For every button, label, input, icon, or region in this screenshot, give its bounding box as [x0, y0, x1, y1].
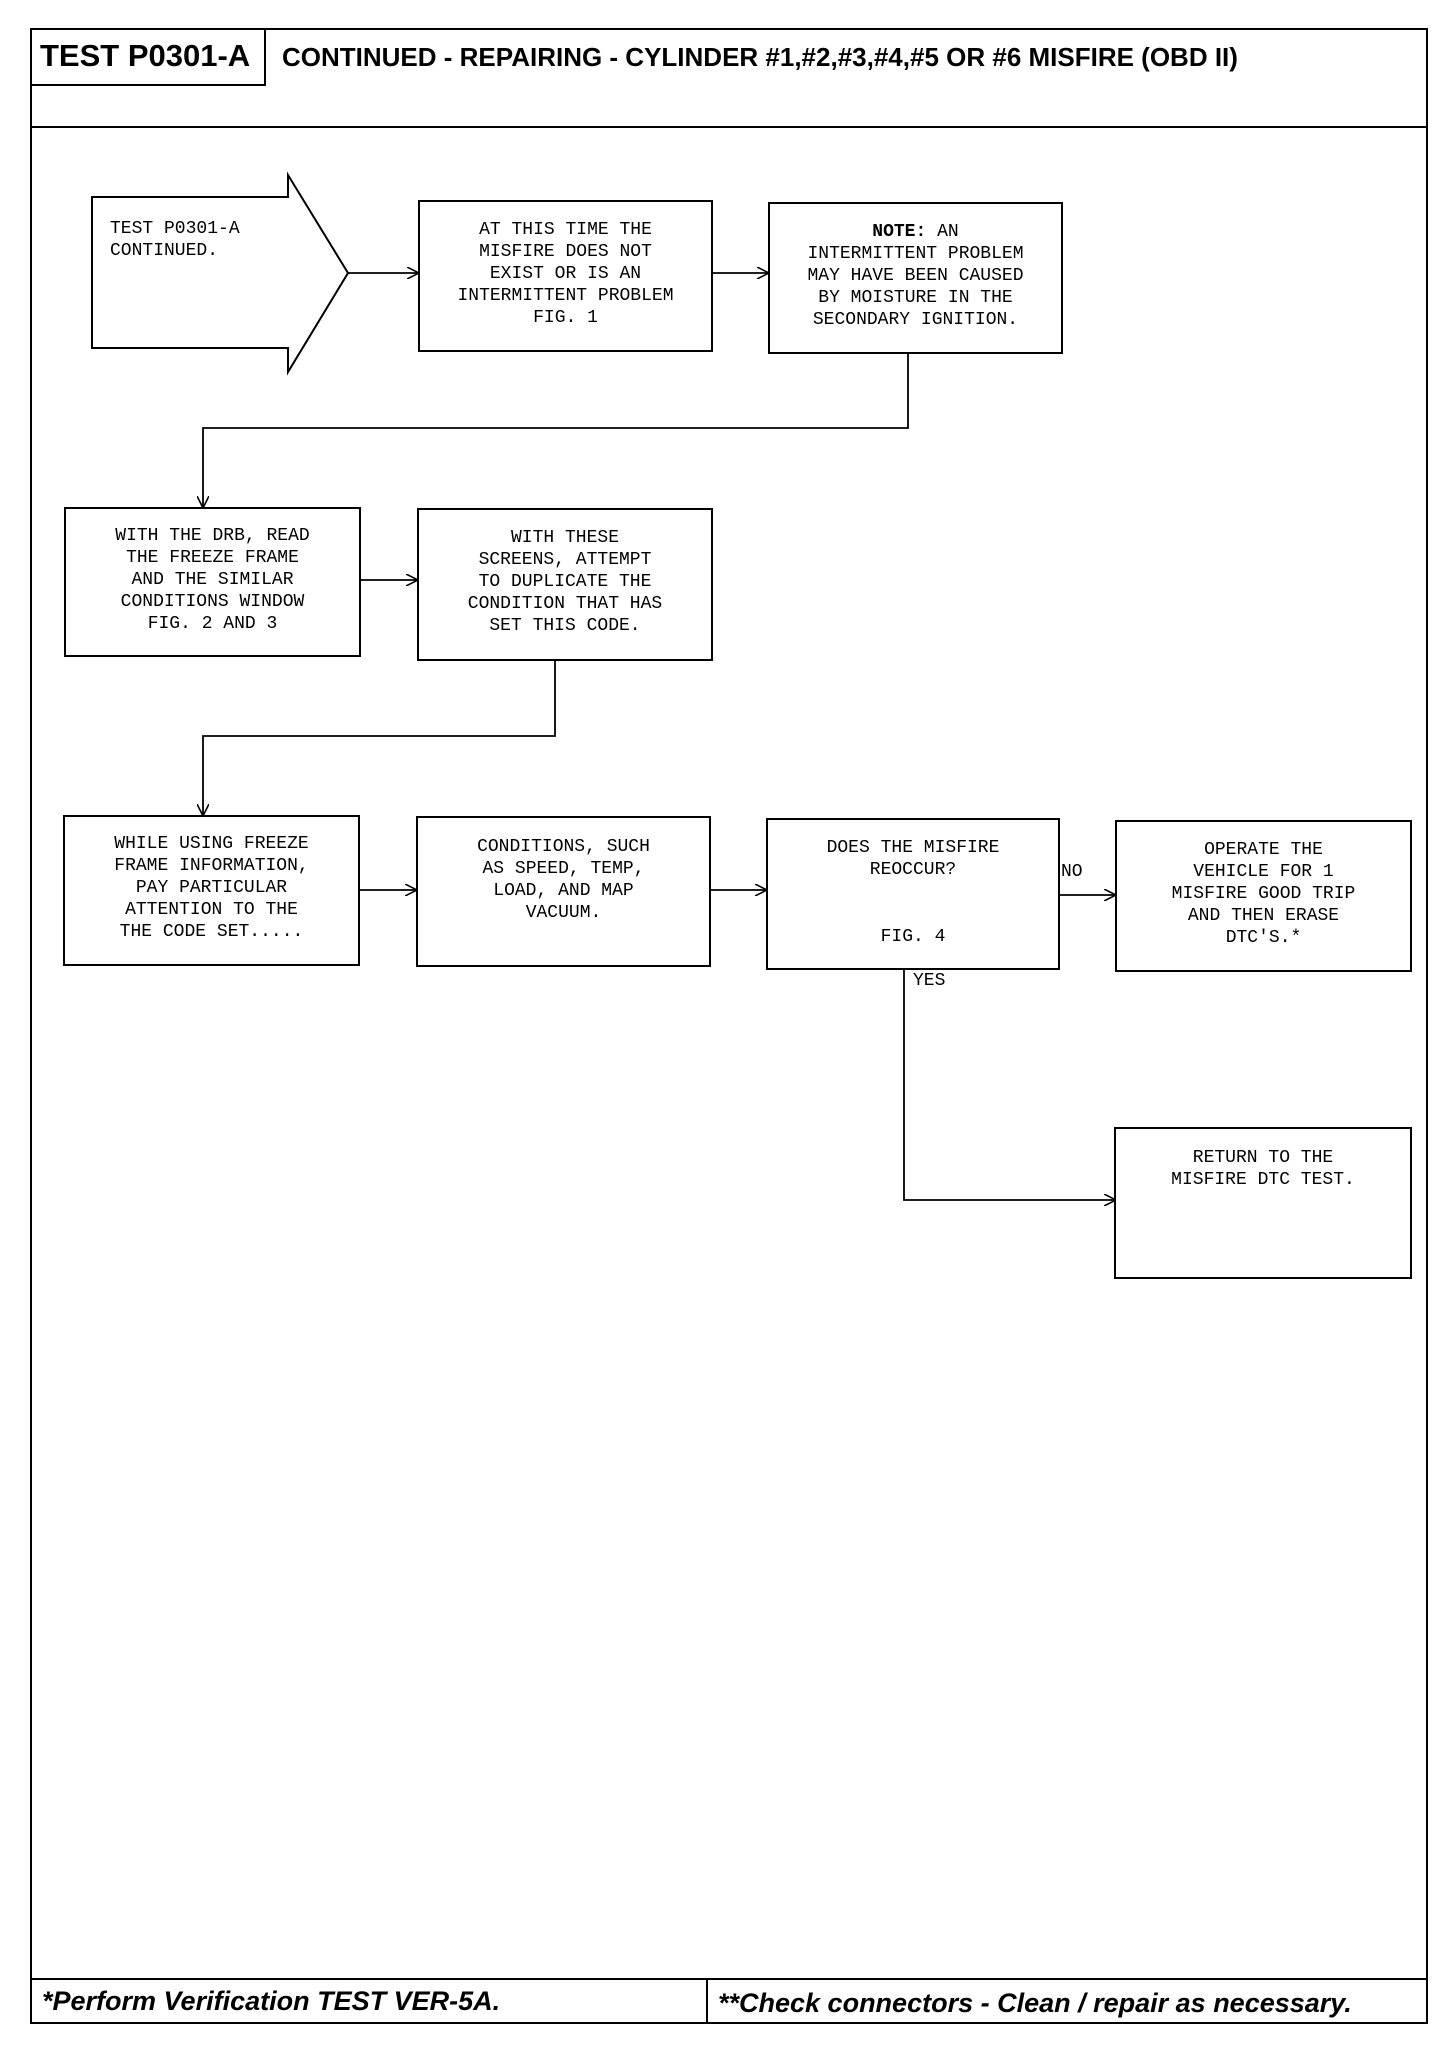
box-operate-vehicle	[1115, 820, 1412, 972]
page-frame	[30, 28, 1428, 2024]
box-read-freeze-frame	[64, 507, 361, 657]
box-duplicate-condition	[417, 508, 713, 661]
header-bar	[30, 28, 1428, 128]
box-read-freeze-frame-text: WITH THE DRB, READ THE FREEZE FRAME AND …	[115, 526, 310, 634]
footer-left-note: *Perform Verification TEST VER-5A.	[42, 1986, 501, 2016]
test-id: TEST P0301-A	[30, 28, 266, 86]
footer-bar	[30, 1978, 1428, 2024]
connector-box4-to-box5	[203, 661, 556, 815]
note-first-line: AN	[926, 222, 959, 242]
box-return-misfire-test-text: RETURN TO THE MISFIRE DTC TEST.	[1171, 1148, 1355, 1190]
box-freeze-frame-info-text: WHILE USING FREEZE FRAME INFORMATION, PA…	[114, 834, 309, 942]
note-label: NOTE:	[872, 222, 927, 242]
page-title: CONTINUED - REPAIRING - CYLINDER #1,#2,#…	[282, 42, 1238, 72]
box-conditions-text: CONDITIONS, SUCH AS SPEED, TEMP, LOAD, A…	[477, 837, 650, 923]
connector-note-to-box3	[203, 354, 909, 507]
box-note	[768, 202, 1063, 354]
box-decision-fig: FIG. 4	[880, 927, 946, 947]
connector-decision-yes	[903, 970, 1115, 1200]
box-decision-reoccur	[766, 818, 1060, 970]
box-return-misfire-test	[1114, 1127, 1412, 1279]
start-arrow-shape	[91, 171, 350, 376]
footer-divider	[706, 1978, 708, 2024]
label-yes: YES	[913, 971, 946, 991]
box-misfire-not-exist	[418, 200, 713, 352]
box-note-text: NOTE: AN INTERMITTENT PROBLEM MAY HAVE B…	[768, 221, 1063, 331]
footer-right-note: **Check connectors - Clean / repair as n…	[718, 1988, 1352, 2018]
box-operate-vehicle-text: OPERATE THE VEHICLE FOR 1 MISFIRE GOOD T…	[1171, 840, 1356, 948]
note-body: INTERMITTENT PROBLEM MAY HAVE BEEN CAUSE…	[807, 244, 1024, 330]
box-freeze-frame-info	[63, 815, 360, 966]
box-misfire-not-exist-text: AT THIS TIME THE MISFIRE DOES NOT EXIST …	[457, 220, 674, 328]
box-conditions	[416, 816, 711, 967]
box-decision-reoccur-text: DOES THE MISFIRE REOCCUR?	[826, 838, 1000, 880]
box-duplicate-condition-text: WITH THESE SCREENS, ATTEMPT TO DUPLICATE…	[467, 528, 663, 636]
label-no: NO	[1061, 862, 1083, 882]
start-text: TEST P0301-A CONTINUED.	[110, 219, 240, 261]
